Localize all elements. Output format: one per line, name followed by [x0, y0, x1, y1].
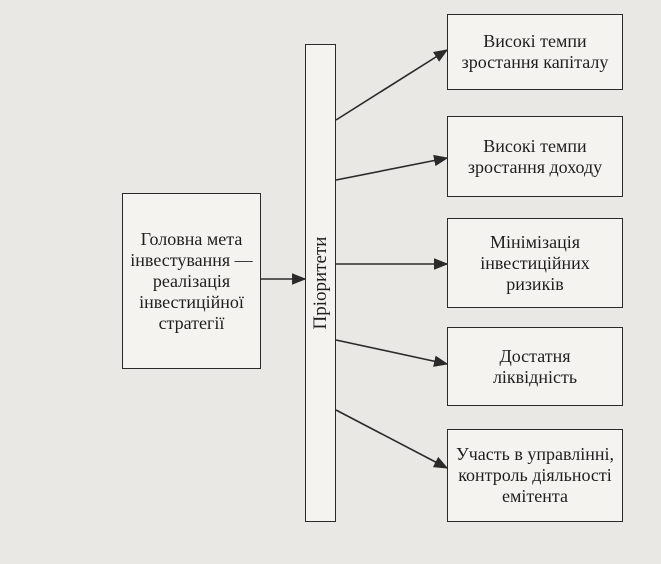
- arrow-to-target-5: [335, 409, 449, 469]
- target-text-2: Високі темпи зростання доходу: [467, 135, 603, 177]
- arrow-to-target-2: [335, 154, 449, 181]
- target-text-4: Достатня ліквідність: [492, 345, 578, 387]
- arrow-to-target-1: [335, 49, 449, 121]
- target-text-1: Високі темпи зростання капіталу: [461, 31, 609, 72]
- target-box-liquidity: Достатня ліквідність: [447, 327, 623, 406]
- target-box-risk-minimization: Мінімізація інвестиційних ризиків: [447, 218, 623, 308]
- target-text-5: Участь в управлінні, контроль діяльності…: [456, 444, 614, 506]
- target-box-management-participation: Участь в управлінні, контроль діяльності…: [447, 429, 623, 522]
- target-box-capital-growth: Високі темпи зростання капіталу: [447, 14, 623, 90]
- priorities-label: Пріоритети: [309, 236, 331, 330]
- target-box-income-growth: Високі темпи зростання доходу: [447, 116, 623, 197]
- arrow-to-target-4: [335, 339, 449, 367]
- main-goal-box: Головна мета інвестування — реалізація і…: [122, 193, 261, 369]
- priorities-bar: Пріоритети: [305, 44, 336, 522]
- main-goal-text: Головна мета інвестування — реалізація і…: [130, 228, 253, 333]
- target-text-3: Мінімізація інвестиційних ризиків: [480, 231, 590, 294]
